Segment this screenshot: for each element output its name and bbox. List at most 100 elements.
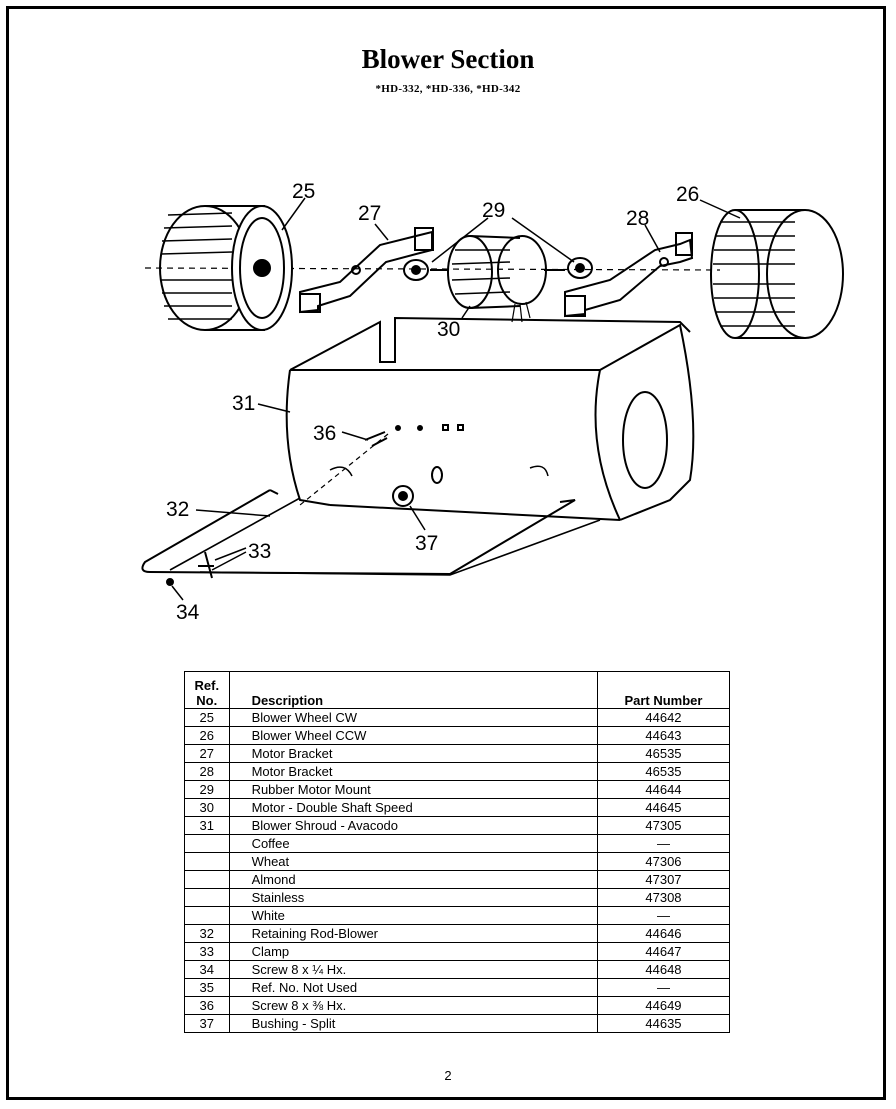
cell-part-number: 47307 bbox=[596, 870, 731, 889]
callout-37: 37 bbox=[415, 532, 438, 555]
cell-part-number: 44648 bbox=[596, 960, 731, 979]
cell-description: Motor Bracket bbox=[228, 744, 598, 763]
cell-part-number: 47305 bbox=[596, 816, 731, 835]
cell-description: Bushing - Split bbox=[228, 1014, 598, 1033]
retaining-rod bbox=[141, 489, 576, 576]
motor-bracket-right bbox=[564, 232, 694, 318]
table-row: White— bbox=[184, 906, 731, 925]
cell-part-number: 44649 bbox=[596, 996, 731, 1015]
cell-description: Ref. No. Not Used bbox=[228, 978, 598, 997]
cell-ref bbox=[184, 870, 230, 889]
cell-description: Screw 8 x ⅜ Hx. bbox=[228, 996, 598, 1015]
cell-part-number: 44645 bbox=[596, 798, 731, 817]
cell-ref bbox=[184, 852, 230, 871]
cell-ref: 31 bbox=[184, 816, 230, 835]
cell-part-number: 44642 bbox=[596, 708, 731, 727]
cell-part-number: — bbox=[596, 978, 731, 997]
cell-part-number: — bbox=[596, 906, 731, 925]
cell-ref bbox=[184, 834, 230, 853]
callout-34: 34 bbox=[176, 601, 200, 624]
callout-36: 36 bbox=[313, 422, 336, 445]
cell-ref: 36 bbox=[184, 996, 230, 1015]
callout-30: 30 bbox=[437, 318, 460, 341]
cell-ref bbox=[184, 906, 230, 925]
callout-32: 32 bbox=[166, 498, 189, 521]
cell-part-number: 44635 bbox=[596, 1014, 731, 1033]
rubber-motor-mount bbox=[403, 257, 593, 281]
cell-description: Stainless bbox=[228, 888, 598, 907]
header-ref-no: Ref. No. bbox=[184, 671, 230, 709]
exploded-parts-diagram: 25 26 27 28 29 30 31 32 33 34 36 37 bbox=[141, 180, 844, 624]
cell-description: Blower Wheel CW bbox=[228, 708, 598, 727]
cell-ref: 35 bbox=[184, 978, 230, 997]
callout-29: 29 bbox=[482, 199, 505, 222]
blower-shroud bbox=[285, 316, 695, 521]
cell-part-number: 44643 bbox=[596, 726, 731, 745]
cell-ref bbox=[184, 888, 230, 907]
callout-25: 25 bbox=[292, 180, 315, 203]
motor-bracket-left bbox=[299, 227, 434, 314]
cell-ref: 29 bbox=[184, 780, 230, 799]
model-numbers: *HD-332, *HD-336, *HD-342 bbox=[375, 83, 521, 95]
header-part-number: Part Number bbox=[596, 671, 731, 709]
cell-description: Almond bbox=[228, 870, 598, 889]
cell-part-number: 47306 bbox=[596, 852, 731, 871]
cell-ref: 34 bbox=[184, 960, 230, 979]
cell-ref: 37 bbox=[184, 1014, 230, 1033]
cell-part-number: 47308 bbox=[596, 888, 731, 907]
blower-wheel-cw bbox=[159, 205, 293, 331]
cell-ref: 26 bbox=[184, 726, 230, 745]
callout-31: 31 bbox=[232, 392, 255, 415]
page-border bbox=[6, 6, 886, 1100]
cell-description: Coffee bbox=[228, 834, 598, 853]
cell-ref: 33 bbox=[184, 942, 230, 961]
cell-description: Retaining Rod-Blower bbox=[228, 924, 598, 943]
cell-ref: 28 bbox=[184, 762, 230, 781]
cell-part-number: — bbox=[596, 834, 731, 853]
cell-description: Screw 8 x ¼ Hx. bbox=[228, 960, 598, 979]
cell-part-number: 44644 bbox=[596, 780, 731, 799]
callout-27: 27 bbox=[358, 202, 381, 225]
cell-ref: 27 bbox=[184, 744, 230, 763]
cell-description: Rubber Motor Mount bbox=[228, 780, 598, 799]
cell-description: White bbox=[228, 906, 598, 925]
cell-ref: 25 bbox=[184, 708, 230, 727]
cell-description: Motor Bracket bbox=[228, 762, 598, 781]
table-header-row: Ref. No. Description Part Number bbox=[184, 671, 731, 709]
cell-part-number: 46535 bbox=[596, 744, 731, 763]
cell-part-number: 44646 bbox=[596, 924, 731, 943]
cell-part-number: 44647 bbox=[596, 942, 731, 961]
callout-28: 28 bbox=[626, 207, 649, 230]
header-description: Description bbox=[228, 671, 598, 709]
cell-description: Clamp bbox=[228, 942, 598, 961]
cell-part-number: 46535 bbox=[596, 762, 731, 781]
callout-26: 26 bbox=[676, 183, 699, 206]
page-title: Blower Section bbox=[361, 44, 535, 74]
cell-ref: 32 bbox=[184, 924, 230, 943]
cell-description: Blower Shroud - Avacodo bbox=[228, 816, 598, 835]
cell-description: Motor - Double Shaft Speed bbox=[228, 798, 598, 817]
cell-description: Blower Wheel CCW bbox=[228, 726, 598, 745]
table-row: Coffee— bbox=[184, 834, 731, 853]
motor bbox=[430, 235, 565, 323]
cell-description: Wheat bbox=[228, 852, 598, 871]
blower-wheel-ccw bbox=[710, 209, 844, 339]
page-number: 2 bbox=[444, 1068, 452, 1083]
cell-ref: 30 bbox=[184, 798, 230, 817]
